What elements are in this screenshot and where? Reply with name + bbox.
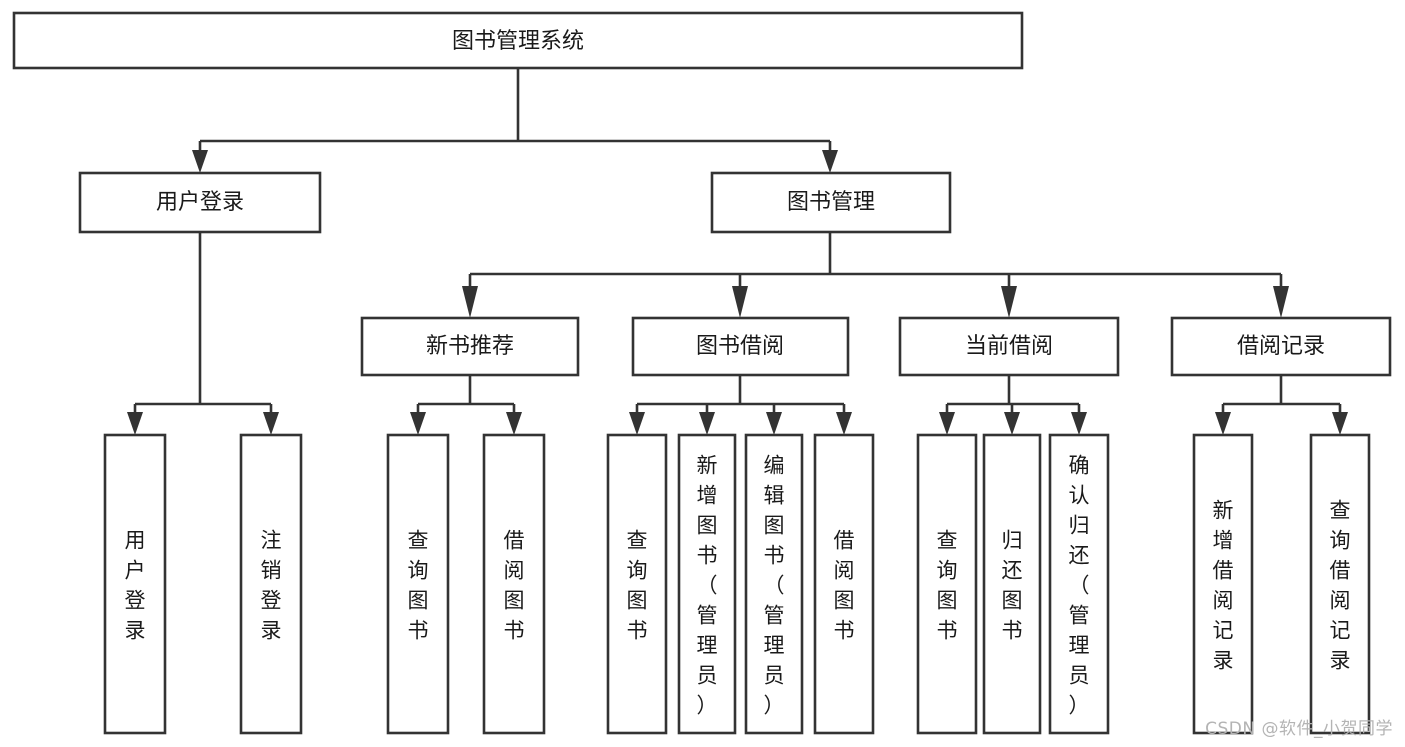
leaf-node-box[interactable] [916,433,978,735]
leaf-node[interactable]: 注销登录 [239,433,303,735]
leaf-node-label: 借阅图书 [834,528,855,642]
leaf-node-box[interactable] [239,433,303,735]
arrow-head-icon-current-query [939,412,955,435]
node-new-book-recommend[interactable]: 新书推荐 [360,316,580,377]
leaf-node[interactable]: 归还图书 [982,433,1042,735]
arrow-head-icon-newbook-query [410,412,426,435]
node-book-management[interactable]: 图书管理 [710,171,952,234]
node-root-box[interactable] [12,11,1024,70]
leaf-node-box[interactable] [606,433,668,735]
leaf-node[interactable]: 用户登录 [103,433,167,735]
connector-group-book-borrow [629,375,852,435]
leaf-node-label: 查询图书 [627,528,648,642]
node-borrow-record-label: 借阅记录 [1237,334,1325,359]
node-borrow-record[interactable]: 借阅记录 [1170,316,1392,377]
leaf-node-box[interactable] [103,433,167,735]
leaf-node-box[interactable] [744,433,804,735]
arrow-head-icon-record-add [1215,412,1231,435]
arrow-head-icon-user-login-leaf [127,412,143,435]
node-book-management-box[interactable] [710,171,952,234]
arrow-head-icon-borrow-add [699,412,715,435]
connector-group-borrow-record [1215,375,1348,435]
leaf-node-label: 查询借阅记录 [1330,498,1351,672]
node-book-borrow-label: 图书借阅 [696,334,784,359]
leaf-node-label: 新增图书（管理员） [697,453,718,717]
leaf-node[interactable]: 确认归还（管理员） [1048,433,1110,735]
leaf-node-box[interactable] [1048,433,1110,735]
leaf-node[interactable]: 查询图书 [916,433,978,735]
leaf-node-label: 注销登录 [261,528,282,642]
leaf-node[interactable]: 查询借阅记录 [1309,433,1371,735]
leaf-node-label: 用户登录 [125,528,146,642]
leaf-node[interactable]: 借阅图书 [482,433,546,735]
connector-group-user-login [127,232,279,435]
leaf-node-label: 查询图书 [937,528,958,642]
leaf-node-label: 借阅图书 [504,528,525,642]
arrow-head-icon-current-confirm [1071,412,1087,435]
arrow-head-icon-logout-leaf [263,412,279,435]
leaf-node-box[interactable] [813,433,875,735]
arrow-head-icon-borrow-lend [836,412,852,435]
node-book-borrow[interactable]: 图书借阅 [631,316,850,377]
node-root-label: 图书管理系统 [452,29,584,54]
arrow-head-icon-current [1001,286,1017,318]
leaf-node-label: 确认归还（管理员） [1069,453,1090,717]
arrow-head-icon-bookmgmt [822,150,838,173]
node-book-management-label: 图书管理 [787,190,875,215]
arrow-head-icon-borrow-query [629,412,645,435]
leaf-node[interactable]: 借阅图书 [813,433,875,735]
leaf-node[interactable]: 查询图书 [606,433,668,735]
node-current-borrow[interactable]: 当前借阅 [898,316,1120,377]
connector-group-new-book [410,375,522,435]
connector-group-root [192,68,838,173]
leaf-node-box[interactable] [482,433,546,735]
leaf-node[interactable]: 查询图书 [386,433,450,735]
arrow-head-icon-record [1273,286,1289,318]
leaf-node-label: 查询图书 [408,528,429,642]
node-user-login-label: 用户登录 [156,190,244,215]
leaf-node-label: 编辑图书（管理员） [764,453,785,717]
leaf-node-box[interactable] [386,433,450,735]
leaf-node-layer: 用户登录 注销登录 查询图书 借阅图书 查询图书 新增图书（管理员） 编辑图书（管理员） 借阅… [103,433,1371,735]
leaf-node-box[interactable] [1309,433,1371,735]
arrow-head-icon-newbook-borrow [506,412,522,435]
leaf-node-box[interactable] [982,433,1042,735]
node-current-borrow-label: 当前借阅 [965,334,1053,359]
arrow-head-icon-borrow-edit [766,412,782,435]
arrow-head-icon-login [192,150,208,173]
connector-group-current-borrow [939,375,1087,435]
leaf-node[interactable]: 编辑图书（管理员） [744,433,804,735]
node-book-borrow-box[interactable] [631,316,850,377]
arrow-head-icon-new-book [462,286,478,318]
node-new-book-recommend-box[interactable] [360,316,580,377]
node-current-borrow-box[interactable] [898,316,1120,377]
node-user-login[interactable]: 用户登录 [78,171,322,234]
arrow-head-icon-borrow [732,286,748,318]
arrow-head-icon-record-query [1332,412,1348,435]
leaf-node-label: 归还图书 [1002,528,1023,642]
leaf-node-label: 新增借阅记录 [1213,498,1234,672]
leaf-node-box[interactable] [677,433,737,735]
leaf-node[interactable]: 新增图书（管理员） [677,433,737,735]
leaf-node-box[interactable] [1192,433,1254,735]
node-root[interactable]: 图书管理系统 [12,11,1024,70]
node-borrow-record-box[interactable] [1170,316,1392,377]
node-new-book-recommend-label: 新书推荐 [426,334,514,359]
node-user-login-box[interactable] [78,171,322,234]
connector-group-book-management [462,232,1289,318]
arrow-head-icon-current-return [1004,412,1020,435]
leaf-node[interactable]: 新增借阅记录 [1192,433,1254,735]
